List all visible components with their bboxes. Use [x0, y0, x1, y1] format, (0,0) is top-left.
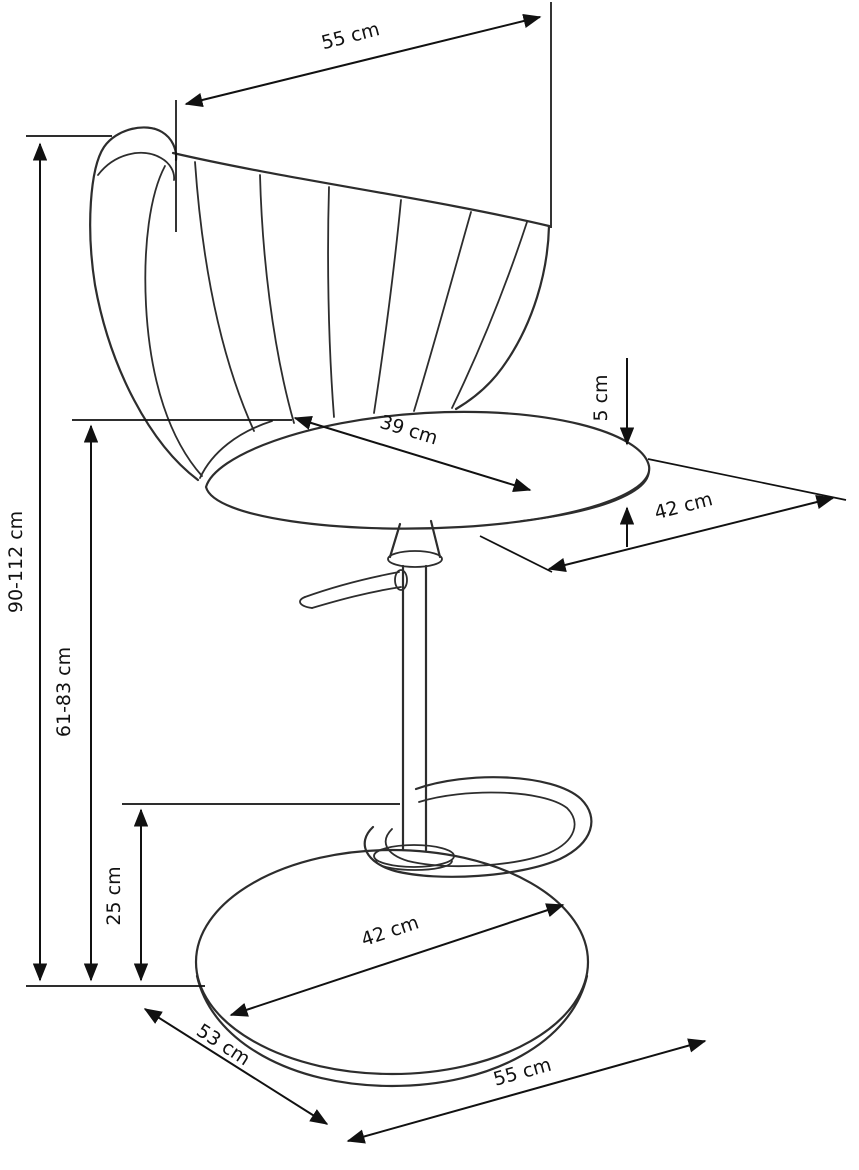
- dim-line-seat-depth: [547, 495, 835, 572]
- stool-drawing: [89, 126, 651, 1088]
- dim-line-backrest-width: [184, 13, 542, 108]
- backrest-seam-5: [413, 211, 472, 412]
- dimension-lines: [26, 2, 847, 1144]
- dim-line-base-width: [346, 1038, 707, 1144]
- column-cone-left: [388, 522, 402, 559]
- label-seat-diameter: 39 cm: [377, 411, 440, 449]
- label-seat-height: 61-83 cm: [53, 647, 75, 737]
- backrest-left-outer-edge: [89, 126, 200, 482]
- backrest-seam-6: [451, 221, 528, 409]
- dim-line-base-depth: [143, 1008, 329, 1125]
- dim-line-seat-diameter: [293, 415, 532, 493]
- backrest-seam-1: [194, 161, 255, 432]
- label-footrest-height: 25 cm: [103, 866, 125, 925]
- label-backrest-width: 55 cm: [319, 18, 382, 54]
- base-mount-top: [373, 844, 455, 868]
- footrest-outer-ring: [363, 776, 593, 878]
- lever-collar: [394, 569, 408, 591]
- backrest-seam-2: [259, 174, 295, 424]
- label-base-top-diameter: 42 cm: [359, 911, 422, 951]
- base-mount-bottom: [375, 860, 453, 871]
- lever-bottom-edge: [311, 586, 402, 609]
- ext-seat-depth-lower: [479, 535, 553, 573]
- backrest-fold-line: [97, 151, 175, 181]
- dim-line-base-top-diameter: [229, 903, 565, 1017]
- column-collar: [387, 550, 443, 568]
- backrest-top-edge: [171, 151, 551, 228]
- backrest-right-edge: [454, 224, 551, 411]
- seat-rim: [520, 469, 650, 522]
- footrest-inner-ring: [384, 791, 576, 868]
- backrest-seam-3: [327, 186, 335, 418]
- ext-seat-depth-upper: [647, 458, 847, 501]
- backrest-seam-4: [373, 199, 402, 414]
- label-seat-thickness: 5 cm: [590, 374, 612, 421]
- backrest-seat-join: [199, 420, 273, 479]
- column-cone-right: [429, 519, 442, 559]
- label-overall-height: 90-112 cm: [5, 511, 27, 613]
- backrest-left-inner-edge: [144, 165, 203, 477]
- label-seat-depth: 42 cm: [652, 488, 715, 524]
- lever-tip: [299, 596, 313, 609]
- lever-top-edge: [304, 571, 400, 598]
